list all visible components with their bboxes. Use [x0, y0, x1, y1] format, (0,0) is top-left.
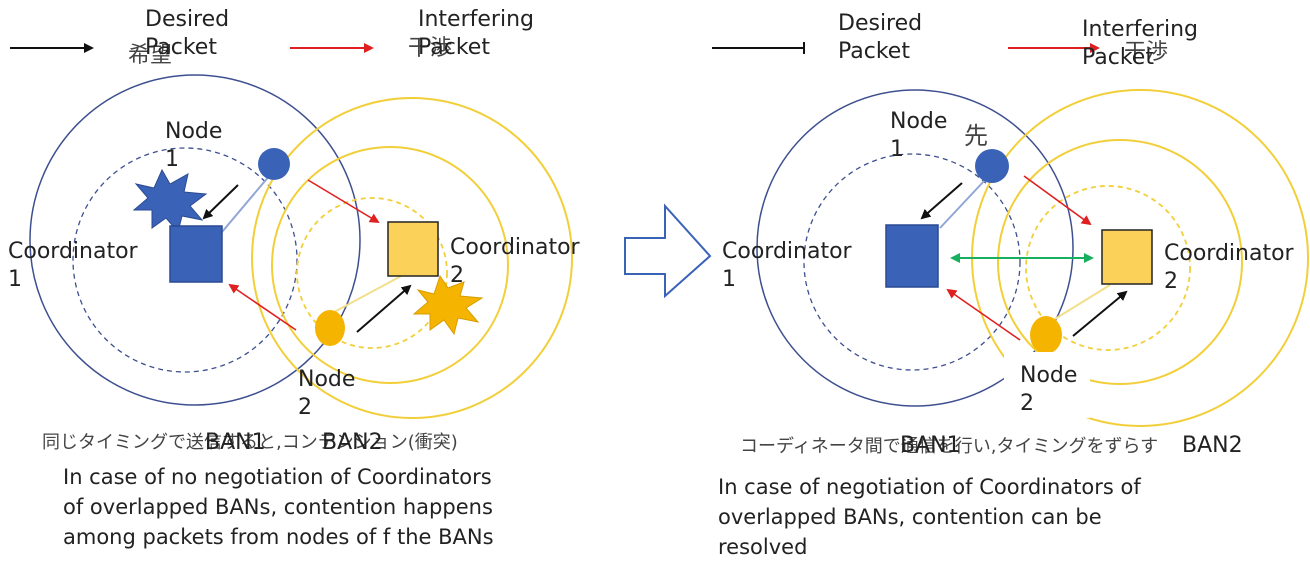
coordinator1-right	[885, 224, 939, 288]
ban1-range-outer-right	[756, 89, 1074, 407]
node1-jp-right: 先	[964, 122, 988, 150]
node1-label-left: Node 1	[165, 119, 223, 172]
desired-arrow-node2-left	[356, 284, 412, 333]
caption-right: In case of negotiation of Coordinators o…	[718, 475, 1141, 559]
interfering-arrow-node1-left	[307, 179, 380, 224]
ban2-range-inner-right	[1025, 185, 1191, 351]
node1-link-left	[221, 174, 271, 233]
coordinator1-label-right: Coordinator 1	[722, 239, 852, 292]
legend-interfering-jp-left: 干渉	[408, 36, 453, 61]
transition-arrow	[624, 203, 712, 299]
collision-burst-left-1	[132, 168, 208, 234]
node2-link-left	[322, 274, 404, 319]
legend-interfering-label-right: Interfering Packet	[1082, 17, 1198, 70]
interfering-arrow-node2-right	[946, 288, 1021, 341]
node1-left	[258, 148, 290, 180]
jp-caption-right: コーディネータ間で通信を行い,タイミングをずらす	[740, 436, 1159, 457]
coordinator1-left	[169, 225, 223, 283]
node1-label-right: Node 1	[890, 109, 948, 162]
ban1-range-inner-left	[72, 147, 298, 373]
caption-left: In case of no negotiation of Coordinator…	[63, 465, 494, 549]
legend-desired-label-left: Desired Packet	[145, 7, 230, 60]
interfering-arrow-node1-right	[1023, 175, 1092, 226]
node2-link-right	[1049, 284, 1111, 323]
collision-burst-left-2	[412, 274, 484, 336]
node1-link-right	[939, 179, 986, 229]
legend-desired-jp-left: 希望	[128, 43, 173, 68]
node2-label-left: Node 2	[298, 367, 356, 420]
legend-interfering-jp-right: 干渉	[1124, 40, 1169, 65]
desired-arrow-node1-right	[920, 182, 963, 220]
coordinator2-label-left: Coordinator 2	[450, 235, 580, 288]
desired-arrow-node2-right	[1072, 290, 1128, 337]
node2-label-backdrop-right	[1004, 352, 1090, 418]
node2-right	[1030, 316, 1062, 354]
ban1-label-right: BAN1	[900, 433, 961, 458]
ban1-label-left: BAN1	[205, 430, 266, 455]
node2-label-right: Node 2	[1020, 363, 1078, 416]
coordinator2-left	[387, 221, 439, 277]
ban2-range-inner-left	[296, 197, 448, 349]
jp-caption-left: 同じタイミングで送信すると,コンテンション(衝突)	[42, 432, 458, 453]
coordinator2-label-right: Coordinator 2	[1164, 241, 1294, 294]
node2-left	[315, 310, 345, 346]
legend-desired-label-right: Desired Packet	[838, 11, 923, 64]
desired-arrow-node1-left	[202, 184, 239, 220]
ban2-label-left: BAN2	[322, 430, 383, 455]
node1-right	[975, 149, 1009, 183]
ban2-range-outer-left	[251, 97, 573, 419]
coordinator2-right	[1101, 229, 1153, 285]
ban2-label-right: BAN2	[1182, 433, 1243, 458]
ban2-range-middle-left	[271, 146, 509, 384]
legend-interfering-label-left: Interfering Packet	[418, 7, 534, 60]
interfering-arrow-node2-left	[228, 283, 297, 331]
coordinator1-label-left: Coordinator 1	[8, 239, 138, 292]
ban1-range-outer-left	[29, 74, 361, 406]
